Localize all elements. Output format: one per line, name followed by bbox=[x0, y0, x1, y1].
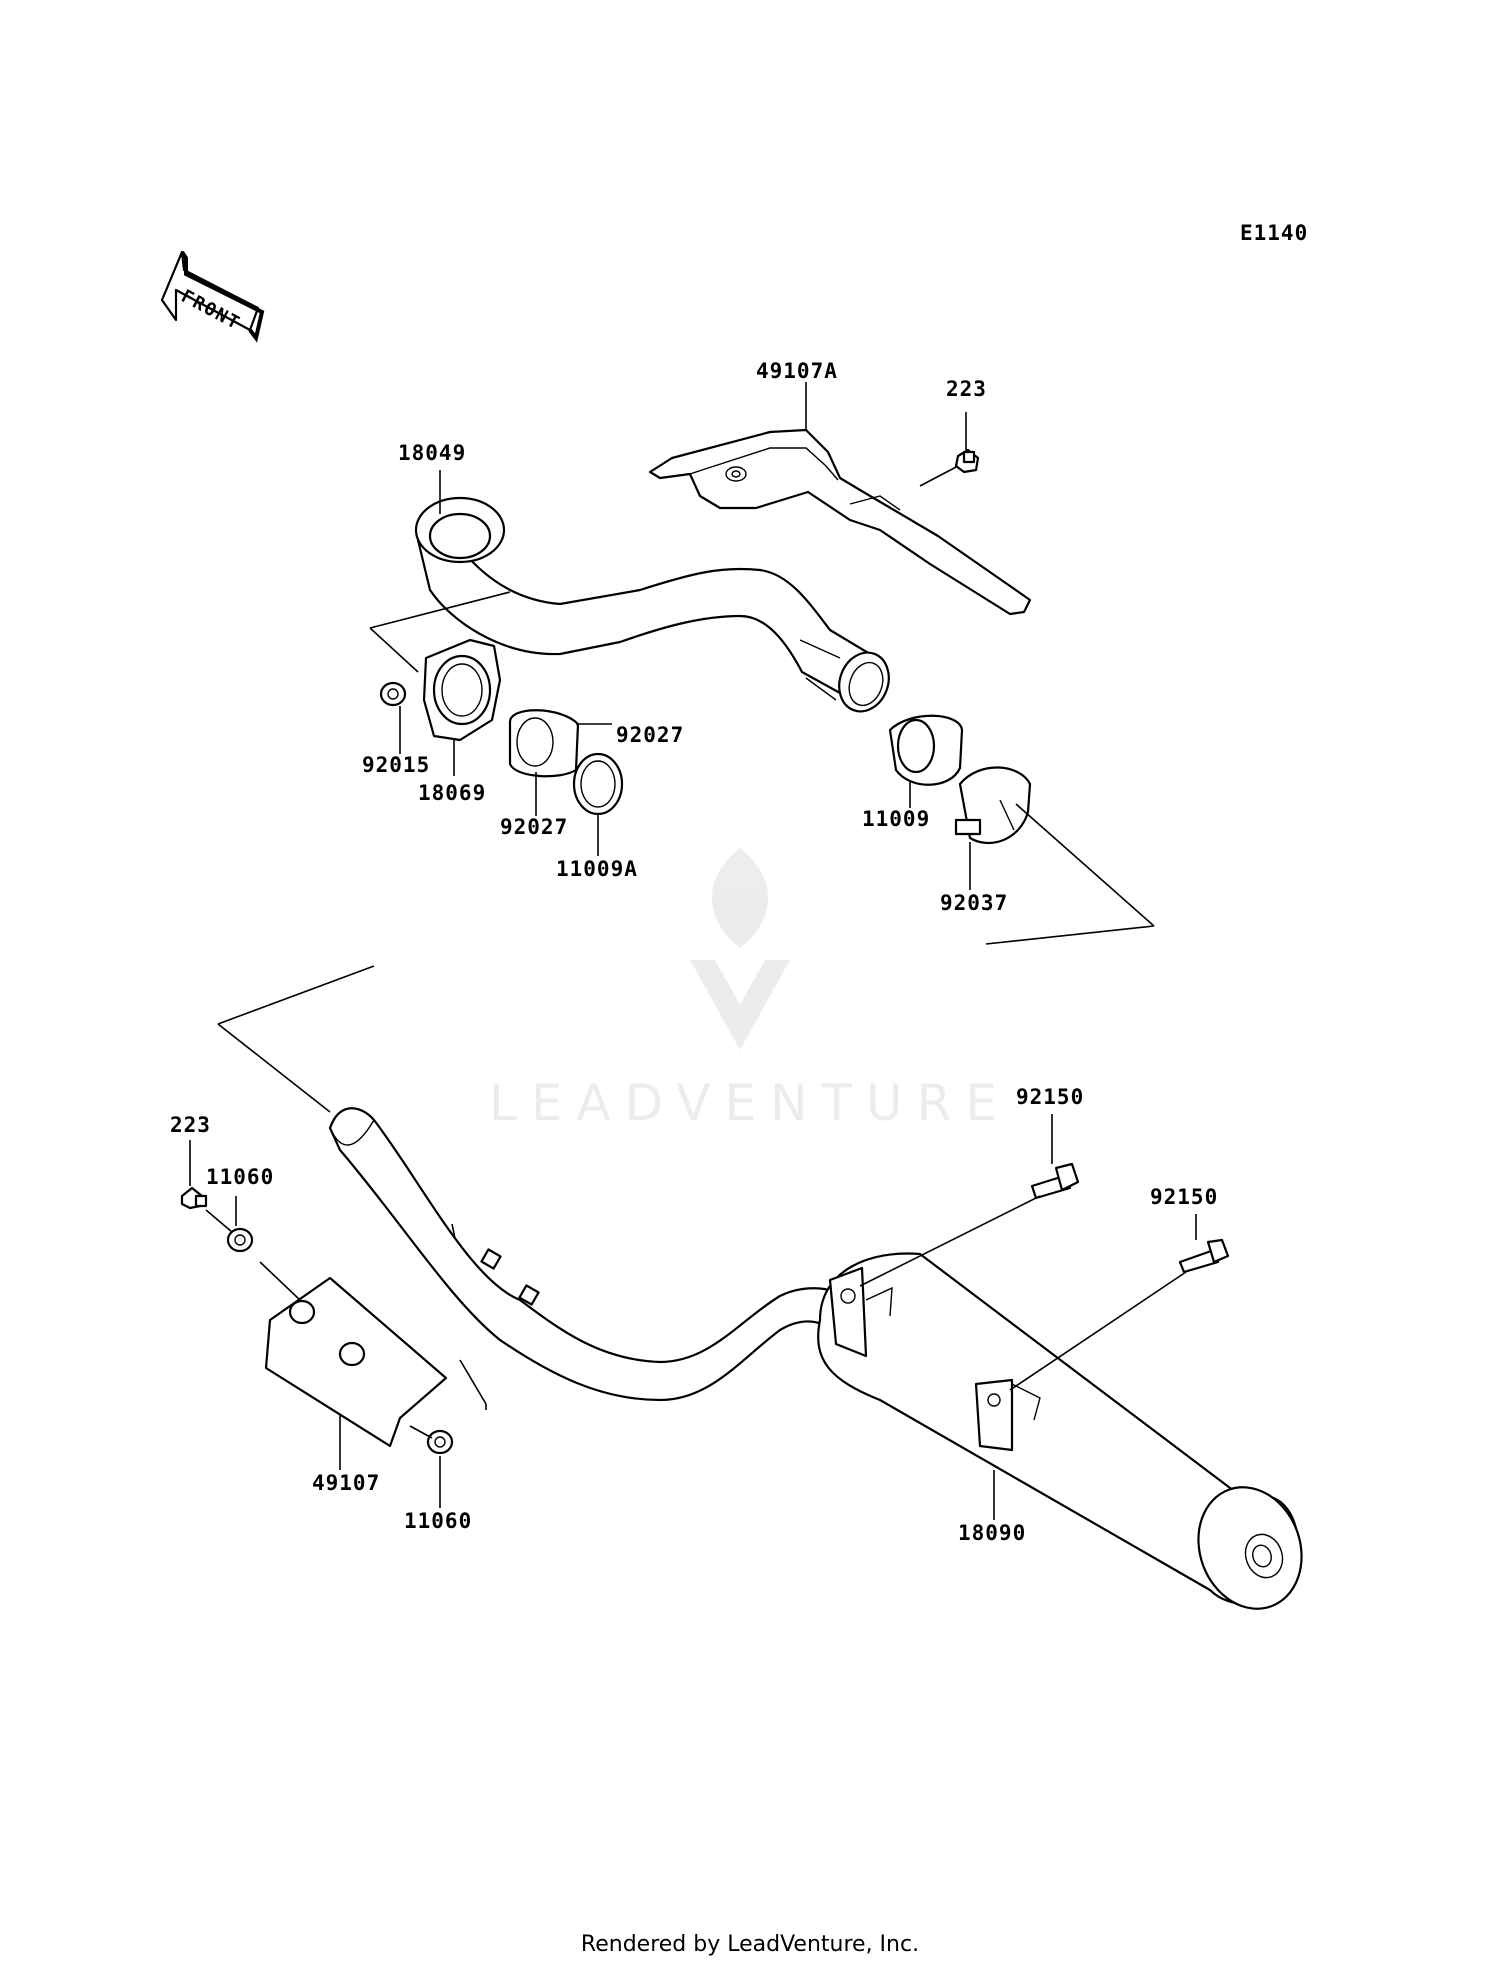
bolt-223-top bbox=[954, 448, 980, 474]
label-18049: 18049 bbox=[398, 441, 466, 465]
muffler bbox=[817, 1252, 1303, 1610]
label-92027-b: 92027 bbox=[500, 815, 568, 839]
mid-pipe bbox=[328, 1107, 852, 1402]
front-arrow-icon: FRONT bbox=[160, 250, 265, 343]
label-11060-b: 11060 bbox=[404, 1509, 472, 1533]
gasket-11009A bbox=[572, 752, 624, 816]
nut-92015 bbox=[379, 681, 407, 707]
gasket-11009 bbox=[888, 714, 964, 786]
exhaust-flange bbox=[422, 638, 502, 742]
bolt-223-bottom bbox=[180, 1186, 208, 1210]
v-logo-icon bbox=[690, 960, 790, 1050]
label-92150-b: 92150 bbox=[1150, 1185, 1218, 1209]
flame-logo-icon bbox=[711, 848, 769, 948]
clamp-92037 bbox=[954, 766, 1032, 845]
label-11009: 11009 bbox=[862, 807, 930, 831]
bolt-92150-b bbox=[1178, 1238, 1230, 1274]
watermark-text: LEADVENTURE bbox=[489, 1074, 1011, 1132]
label-49107A: 49107A bbox=[756, 359, 838, 383]
heat-shield-upper bbox=[648, 428, 1032, 616]
heat-shield-lower bbox=[264, 1276, 448, 1448]
label-223-top: 223 bbox=[946, 377, 987, 401]
bolt-92150-a bbox=[1030, 1162, 1080, 1200]
label-11009A: 11009A bbox=[556, 857, 638, 881]
label-92037: 92037 bbox=[940, 891, 1008, 915]
label-223-bottom: 223 bbox=[170, 1113, 211, 1137]
collar-11060-b bbox=[426, 1429, 454, 1455]
label-92027-a: 92027 bbox=[616, 723, 684, 747]
lower-leader-lines bbox=[189, 1114, 1197, 1520]
label-49107: 49107 bbox=[312, 1471, 380, 1495]
exhaust-pipe-head bbox=[414, 496, 890, 713]
label-92015: 92015 bbox=[362, 753, 430, 777]
footer-credit: Rendered by LeadVenture, Inc. bbox=[580, 1932, 920, 1957]
label-18069: 18069 bbox=[418, 781, 486, 805]
upper-leader-lines bbox=[369, 382, 1155, 945]
label-11060-a: 11060 bbox=[206, 1165, 274, 1189]
watermark: LEADVENTURE bbox=[489, 848, 1011, 1132]
collar-11060-a bbox=[226, 1227, 254, 1253]
diagram-code: E1140 bbox=[1240, 221, 1308, 245]
label-92150-a: 92150 bbox=[1016, 1085, 1084, 1109]
label-18090: 18090 bbox=[958, 1521, 1026, 1545]
split-collar bbox=[508, 709, 580, 778]
